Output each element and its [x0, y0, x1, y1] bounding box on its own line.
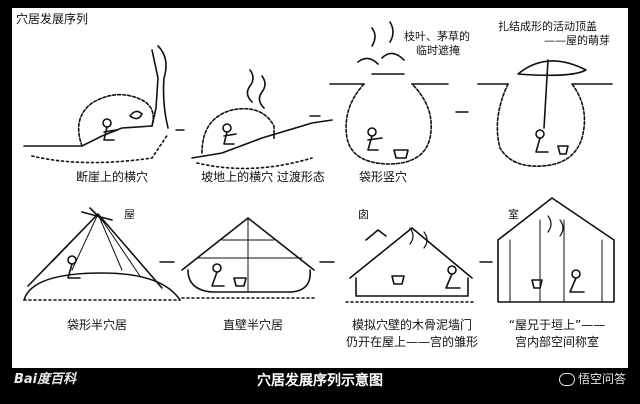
diagram-panel: 穴居发展序列 枝叶、茅草的 临时遮掩 扎结成形的活动顶盖 ——屋的萌芽 断崖上的…: [12, 8, 628, 368]
label-straight-half: 直壁半穴居: [222, 318, 283, 332]
bag-pit-drawing: [329, 21, 449, 165]
label-house-1: “屋兄于垣上”——: [508, 318, 606, 332]
label-slope-cave: 坡地上的横穴 过渡形态: [201, 170, 325, 184]
note-roof-2: ——屋的萌芽: [544, 34, 610, 47]
label-cliff-cave: 断崖上的横穴: [75, 170, 148, 184]
bag-half-dwelling-drawing: [23, 207, 181, 301]
sequence-arrows: [159, 111, 493, 263]
label-bag-pit: 袋形竖穴: [358, 170, 407, 184]
mud-wall-house-drawing: [345, 227, 477, 303]
note-branches-1: 枝叶、茅草的: [404, 30, 470, 43]
diagram-caption: 穴居发展序列示意图: [257, 373, 383, 389]
walled-house-drawing: [497, 197, 615, 303]
note-door: 囱: [358, 208, 369, 221]
cave-dwelling-illustrations: [23, 21, 615, 303]
wukong-watermark: 悟空问答: [558, 370, 626, 387]
roofed-pit-drawing: [477, 59, 613, 167]
chat-bubble-icon: [558, 373, 575, 386]
note-branches-2: 临时遮掩: [416, 44, 460, 57]
label-house-2: 宫内部空间称室: [514, 335, 599, 349]
note-wu: 屋: [124, 208, 135, 221]
note-shi: 室: [508, 208, 519, 221]
corner-title: 穴居发展序列: [16, 12, 89, 26]
slope-cave-drawing: [191, 69, 333, 170]
baidu-watermark: Bai度百科: [14, 372, 77, 387]
wukong-watermark-text: 悟空问答: [577, 372, 626, 386]
straight-wall-dwelling-drawing: [181, 217, 317, 299]
label-mimic-1: 模拟穴壁的木骨泥墙门: [351, 318, 472, 332]
note-roof-1: 扎结成形的活动顶盖: [498, 20, 597, 33]
label-mimic-2: 仍开在屋上——宫的雏形: [345, 335, 478, 349]
cliff-cave-drawing: [23, 45, 169, 164]
label-bag-half: 袋形半穴居: [66, 318, 127, 332]
